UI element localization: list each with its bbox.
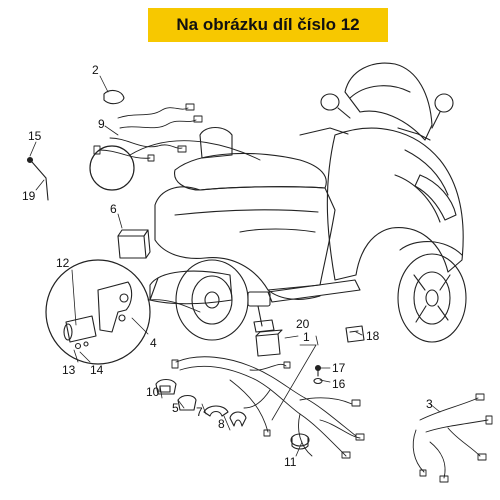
label-part-13: 13 [62, 363, 76, 377]
label-part-8: 8 [218, 417, 225, 431]
label-part-11: 11 [284, 455, 297, 469]
label-part-10: 10 [146, 385, 160, 399]
label-part-14: 14 [90, 363, 104, 377]
callout-circles [45, 140, 261, 365]
label-part-3: 3 [426, 397, 433, 411]
label-part-5: 5 [172, 401, 179, 415]
label-part-15: 15 [28, 129, 42, 143]
label-part-2: 2 [92, 63, 99, 77]
part-8-ring [229, 411, 247, 427]
label-part-9: 9 [98, 117, 105, 131]
label-part-18: 18 [366, 329, 380, 343]
part-10-clip [155, 378, 177, 395]
part-17-screw [314, 364, 322, 377]
label-part-19: 19 [22, 189, 36, 203]
scooter-illustration [149, 62, 467, 343]
part-2-clamp [103, 89, 125, 105]
label-part-12: 12 [56, 256, 70, 270]
part-11-ring [290, 433, 310, 450]
label-part-1: 1 [303, 330, 310, 344]
label-part-7: 7 [196, 405, 203, 419]
part-15-19-screw [26, 156, 49, 201]
part-20-relay [253, 319, 283, 357]
title-text: Na obrázku díl číslo 12 [176, 15, 360, 34]
part-3-harness [412, 393, 493, 483]
title-banner: Na obrázku díl číslo 12 [148, 8, 388, 42]
part-18-connector [345, 325, 365, 343]
label-part-20: 20 [296, 317, 310, 331]
label-part-17: 17 [332, 361, 346, 375]
part-16-washer [313, 377, 323, 385]
label-part-6: 6 [110, 202, 117, 216]
label-part-16: 16 [332, 377, 346, 391]
leader-lines [29, 75, 441, 457]
part-12-bracket-assembly [63, 281, 133, 350]
part-1-main-harness [171, 356, 365, 459]
part-6-module [117, 229, 151, 259]
part-5-clip [177, 394, 197, 411]
part-7-ring [203, 405, 229, 417]
label-part-4: 4 [150, 336, 157, 350]
part-9-harness [93, 103, 203, 162]
